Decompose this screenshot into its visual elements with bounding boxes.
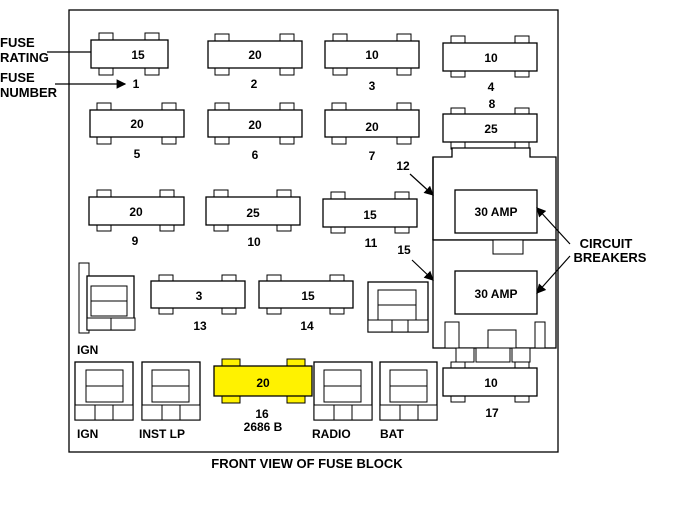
relay-label: INST LP (139, 427, 185, 441)
fuse-rating: 15 (131, 48, 145, 62)
relay-ign-lower: IGN (74, 361, 134, 441)
fuse-13: 3 13 (150, 274, 246, 333)
fuse-4: 10 4 (442, 35, 538, 94)
fuse-number: 3 (369, 79, 376, 93)
fuse-number: 17 (485, 406, 499, 420)
fuse-number: 16 (255, 407, 269, 421)
fuse-number: 1 (133, 77, 140, 91)
circuit-breakers-label-2: BREAKERS (574, 250, 647, 265)
fuse-2: 20 2 (207, 33, 303, 91)
circuit-breakers-label-1: CIRCUIT (580, 236, 633, 251)
breaker-rating: 30 AMP (475, 287, 518, 301)
fuse-number: 9 (132, 234, 139, 248)
fuse-rating: 20 (248, 48, 262, 62)
fuse-number: 6 (252, 148, 259, 162)
relay-inst-lp: INST LP (139, 361, 201, 441)
fuse-rating: 10 (484, 376, 498, 390)
fuse-6: 20 6 (207, 102, 303, 162)
breaker-rating: 30 AMP (475, 205, 518, 219)
fuse-rating: 20 (130, 117, 144, 131)
fuse-rating-label-2: RATING (0, 50, 49, 65)
breaker-arrow-lower (536, 255, 571, 294)
relay-label: IGN (77, 343, 98, 357)
fuse-17: 10 17 (442, 361, 538, 420)
fuse-rating: 25 (246, 206, 260, 220)
circuit-breaker-12: 30 AMP 12 (396, 147, 557, 241)
fuse-3: 10 3 (324, 33, 420, 93)
fuse-rating: 20 (248, 118, 262, 132)
fuse-number: 4 (488, 80, 495, 94)
fuse-number: 14 (300, 319, 314, 333)
fuse-7: 20 7 (324, 102, 420, 163)
fuse-rating: 15 (301, 289, 315, 303)
fuse-14: 15 14 (258, 274, 354, 333)
fuse-1: 15 1 (90, 32, 169, 91)
fuse-rating: 20 (129, 205, 143, 219)
relay-unlabeled (367, 281, 429, 333)
breaker-arrow-upper (536, 207, 571, 245)
relay-label: BAT (380, 427, 404, 441)
fuse-rating: 10 (484, 51, 498, 65)
fuse-5: 20 5 (89, 102, 185, 161)
relay-bat: BAT (379, 361, 438, 441)
fuse-9: 20 9 (88, 189, 185, 248)
fuse-8: 25 8 (442, 97, 538, 150)
fuse-rating: 20 (365, 120, 379, 134)
relay-label: RADIO (312, 427, 351, 441)
fuse-rating: 10 (365, 48, 379, 62)
relay-label: IGN (77, 427, 98, 441)
fuse-number-label-1: FUSE (0, 70, 35, 85)
circuit-breaker-15: 30 AMP 15 (397, 239, 557, 349)
fuse-rating: 25 (484, 122, 498, 136)
fuse-number: 8 (489, 97, 496, 111)
fuse-number: 11 (365, 236, 378, 250)
relay-radio: RADIO (312, 361, 373, 441)
breaker-number: 15 (397, 243, 411, 257)
fuse-part-number: 2686 B (244, 420, 283, 434)
fuse-10: 25 10 (205, 189, 301, 249)
fuse-11: 15 11 (322, 191, 418, 250)
fuse-rating: 3 (196, 289, 203, 303)
breaker-connector (455, 347, 531, 363)
relay-ign-upper: IGN (77, 262, 136, 357)
fuse-number: 5 (134, 147, 141, 161)
fuse-number: 2 (251, 77, 258, 91)
breaker-number: 12 (396, 159, 410, 173)
fuse-rating: 20 (256, 376, 270, 390)
diagram-caption: FRONT VIEW OF FUSE BLOCK (211, 456, 403, 471)
fuse-number-label-2: NUMBER (0, 85, 58, 100)
fuse-number: 10 (247, 235, 261, 249)
fuse-number: 13 (193, 319, 207, 333)
fuse-number: 7 (369, 149, 376, 163)
fuse-rating-label-1: FUSE (0, 35, 35, 50)
fuse-rating: 15 (363, 208, 377, 222)
fuse-16-highlighted: 20 16 2686 B (213, 358, 313, 434)
